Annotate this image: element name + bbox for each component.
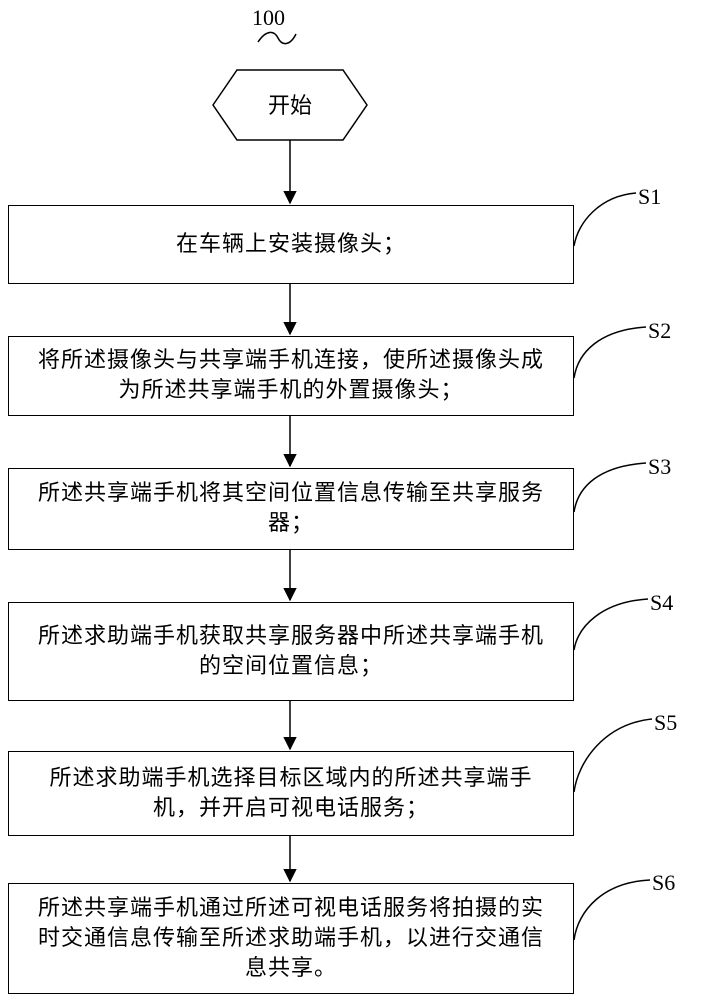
step-box-s1: 在车辆上安装摄像头；	[8, 205, 574, 284]
step-box-s6: 所述共享端手机通过所述可视电话服务将拍摄的实时交通信息传输至所述求助端手机，以进…	[8, 883, 574, 994]
step-id-s2: S2	[648, 318, 671, 343]
step-text-s2: 将所述摄像头与共享端手机连接，使所述摄像头成为所述共享端手机的外置摄像头；	[37, 348, 544, 403]
step-box-s5: 所述求助端手机选择目标区域内的所述共享端手机，并开启可视电话服务；	[8, 751, 574, 836]
step-box-s4: 所述求助端手机获取共享服务器中所述共享端手机的空间位置信息；	[8, 602, 574, 701]
step-text-s4: 所述求助端手机获取共享服务器中所述共享端手机的空间位置信息；	[37, 623, 544, 679]
step-box-s3: 所述共享端手机将其空间位置信息传输至共享服务器；	[8, 468, 574, 550]
leader-s5	[573, 718, 653, 793]
leader-s3	[573, 462, 647, 513]
figure-label: 100	[252, 5, 285, 30]
step-box-s2: 将所述摄像头与共享端手机连接，使所述摄像头成为所述共享端手机的外置摄像头；	[8, 336, 574, 416]
step-text-s1: 在车辆上安装摄像头；	[175, 231, 406, 257]
step-id-s6: S6	[652, 870, 675, 895]
step-text-s6: 所述共享端手机通过所述可视电话服务将拍摄的实时交通信息传输至所述求助端手机，以进…	[37, 895, 544, 981]
step-id-s4: S4	[650, 590, 673, 615]
step-id-s1: S1	[638, 184, 661, 209]
figure-label-leader	[257, 31, 297, 45]
step-id-s3: S3	[648, 454, 671, 479]
start-terminator	[212, 69, 368, 141]
step-id-s5: S5	[654, 710, 677, 735]
step-text-s5: 所述求助端手机选择目标区域内的所述共享端手机，并开启可视电话服务；	[49, 765, 533, 821]
leader-s2	[573, 326, 647, 379]
leader-s1	[573, 192, 637, 247]
step-text-s3: 所述共享端手机将其空间位置信息传输至共享服务器；	[37, 481, 544, 536]
leader-s6	[573, 879, 651, 941]
leader-s4	[573, 598, 649, 651]
start-label: 开始	[268, 94, 312, 119]
